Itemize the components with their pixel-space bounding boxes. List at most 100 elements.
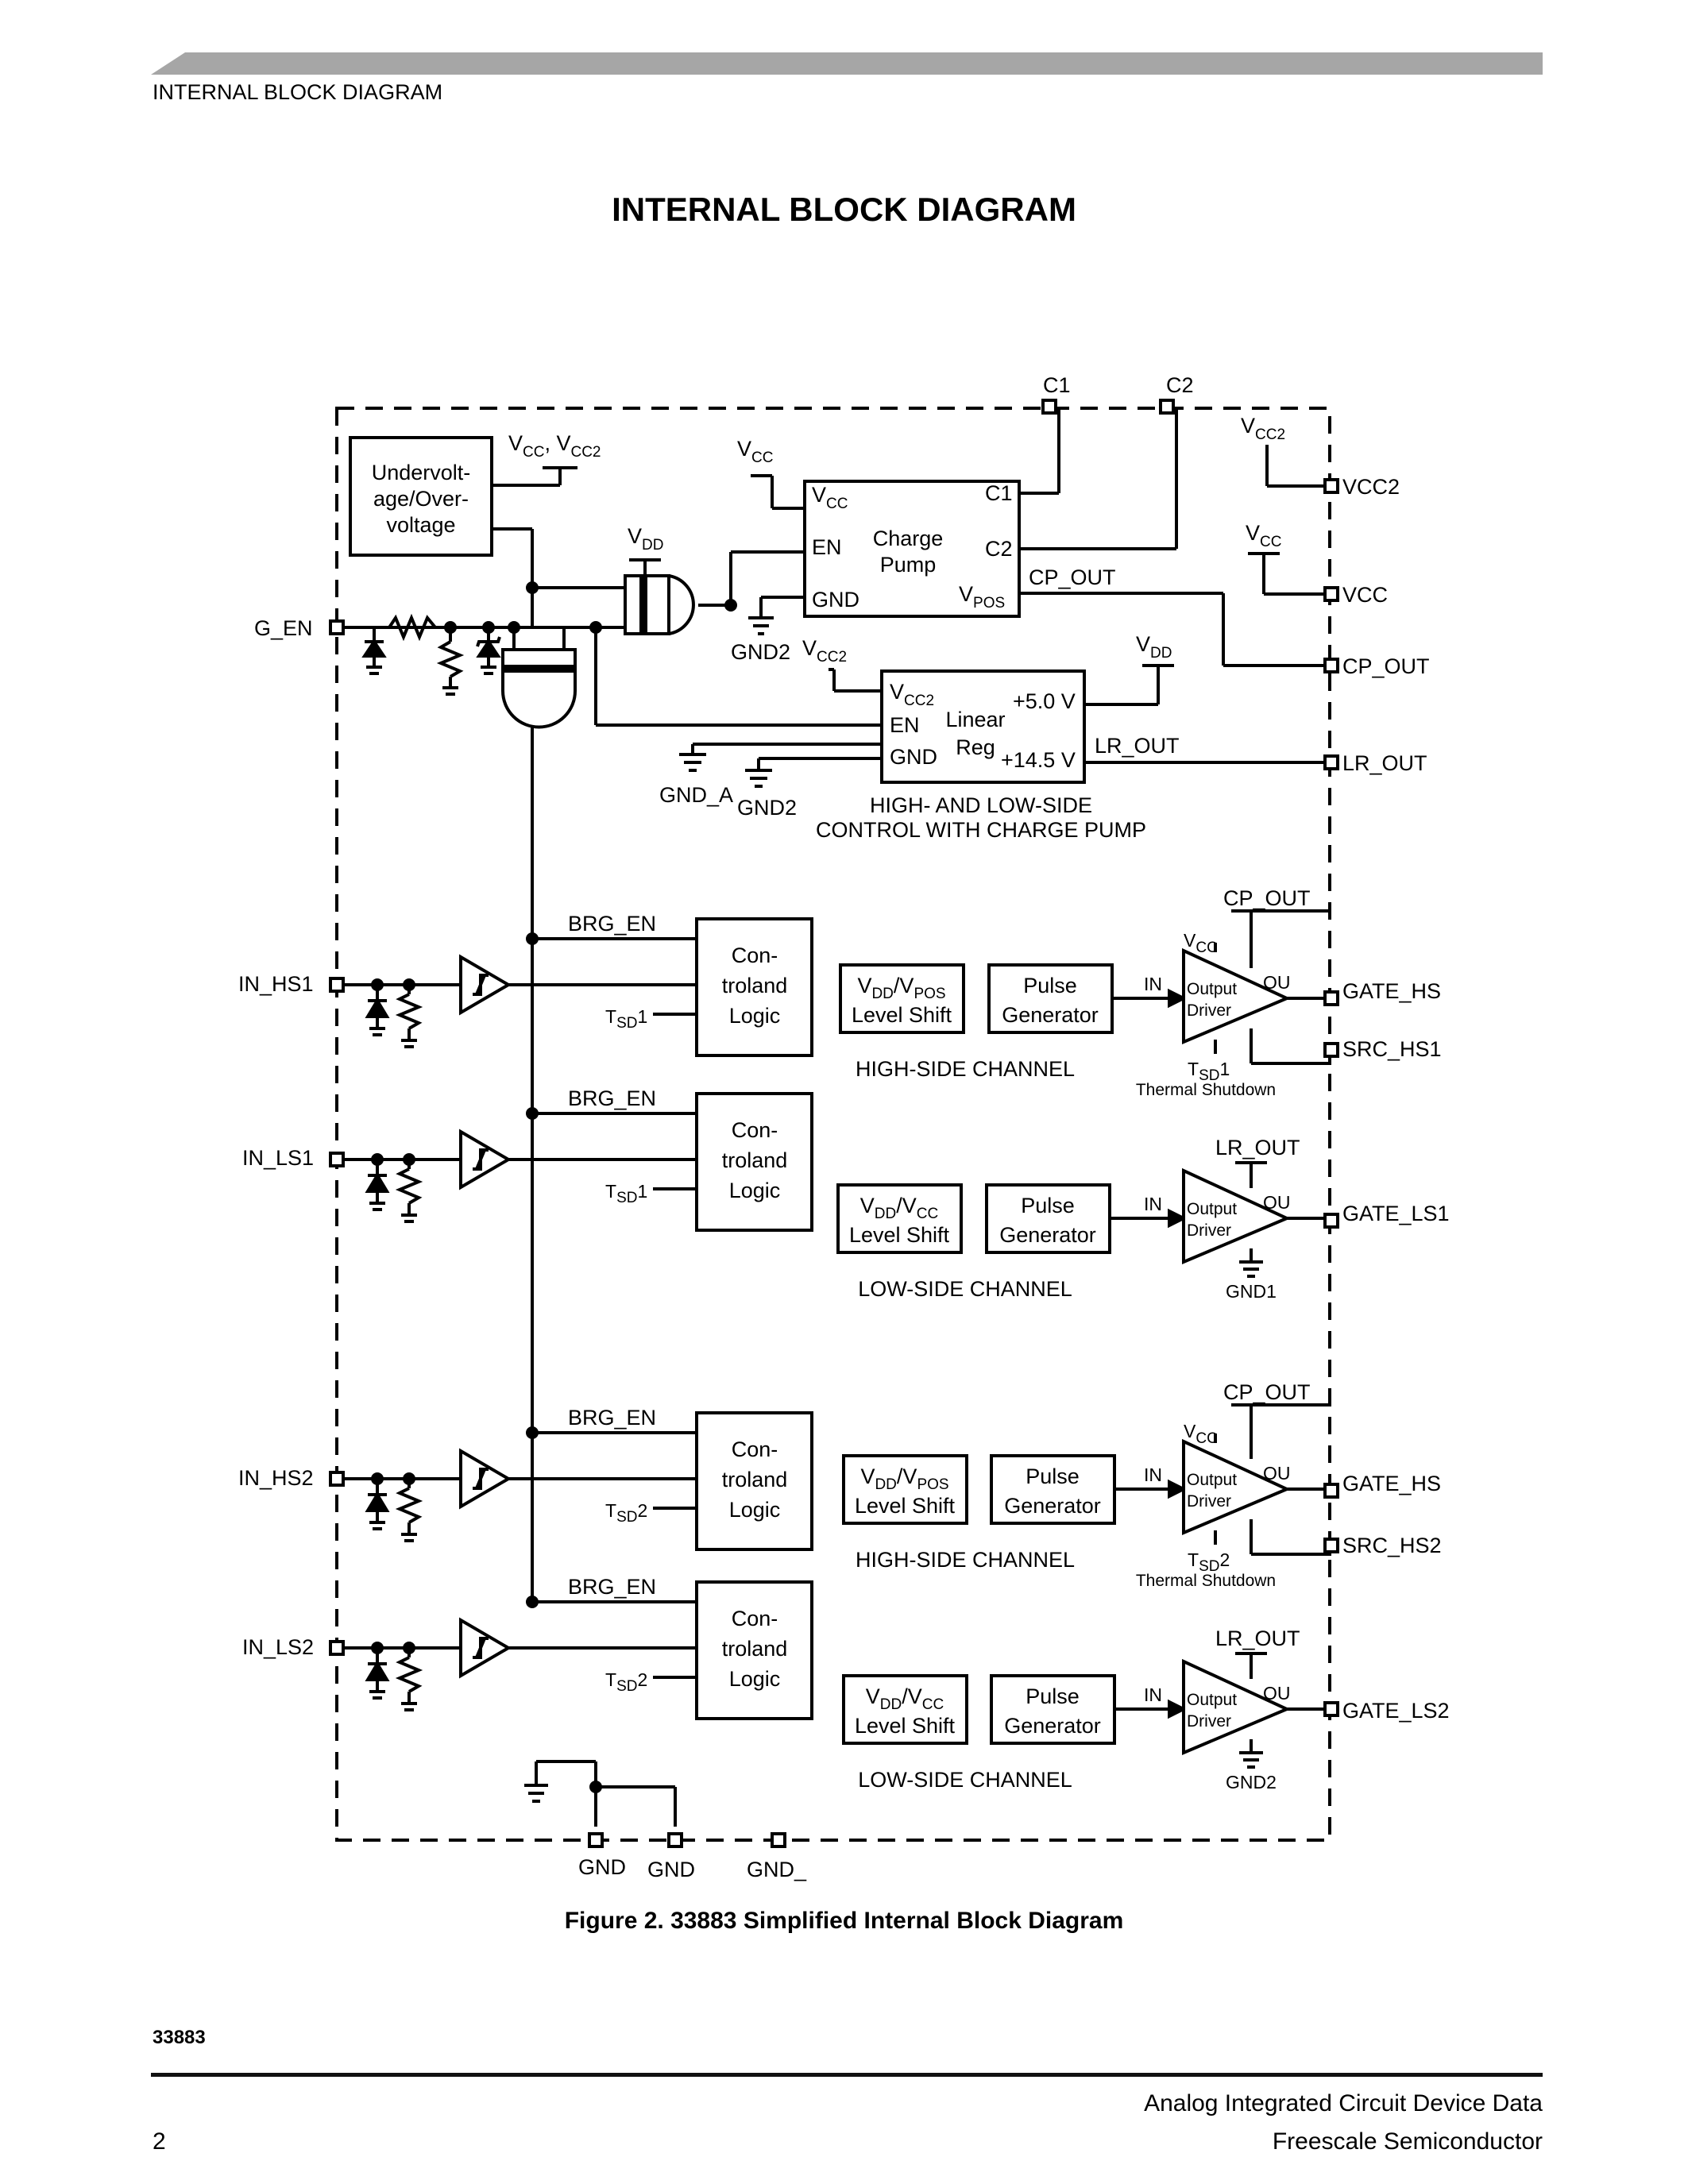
driver-gnd: GND2: [1226, 1772, 1277, 1792]
pin-marker: [1323, 1213, 1339, 1229]
tsd-label: TSD1: [605, 1006, 647, 1032]
pin-marker: [1323, 586, 1339, 602]
pin-label-gate-ls2: GATE_LS2: [1342, 1699, 1450, 1723]
cp-vcc-pin: VCC: [812, 483, 848, 512]
pin-marker: [329, 1471, 345, 1487]
cp-c1: C1: [985, 481, 1013, 505]
ctrl-logic-line3: Logic: [729, 1004, 781, 1028]
driver-name-1: Output: [1187, 980, 1237, 998]
pin-marker: [771, 1832, 786, 1848]
driver-name-2: Driver: [1187, 1492, 1231, 1511]
cp-gnd: GND: [812, 588, 859, 612]
pin-marker: [1041, 399, 1057, 415]
driver-name-1: Output: [1187, 1200, 1237, 1218]
footer-company: Freescale Semiconductor: [1272, 2128, 1543, 2155]
pin-marker: [1323, 658, 1339, 673]
cp-c2: C2: [985, 537, 1013, 561]
lr-vcc2-pin: VCC2: [890, 680, 934, 709]
lr-out-net: LR_OUT: [1095, 734, 1180, 758]
figure-caption: Figure 2. 33883 Simplified Internal Bloc…: [564, 1908, 1124, 1934]
pin-marker: [1323, 990, 1339, 1006]
ctrl-logic-line3: Logic: [729, 1498, 781, 1522]
level-shift-supplies: VDD/VCC: [860, 1194, 938, 1222]
channel-label: HIGH-SIDE CHANNEL: [856, 1548, 1075, 1572]
pin-label-src-hs2: SRC_HS2: [1342, 1534, 1442, 1557]
running-header: INTERNAL BLOCK DIAGRAM: [153, 80, 443, 104]
brg-en-label: BRG_EN: [568, 1575, 656, 1599]
section-label-1: HIGH- AND LOW-SIDE: [870, 793, 1092, 817]
driver-in-label: IN: [1144, 1684, 1162, 1705]
driver-tsd: TSD1: [1188, 1059, 1230, 1084]
ctrl-logic-line1: Con-: [732, 943, 778, 967]
tsd-label: TSD1: [605, 1181, 647, 1206]
pin-marker: [329, 977, 345, 993]
driver-name-1: Output: [1187, 1471, 1237, 1489]
driver-name-2: Driver: [1187, 1001, 1231, 1020]
level-shift-label: Level Shift: [855, 1494, 956, 1518]
channel-3: [337, 1403, 1331, 1556]
pulse-gen-line2: Generator: [1002, 1003, 1099, 1027]
vcc-cp: VCC: [737, 437, 773, 466]
pin-label-c1: C1: [1043, 373, 1071, 397]
ctrl-logic-line2: troland: [722, 1468, 788, 1491]
pin-marker: [588, 1832, 604, 1848]
pulse-gen-line1: Pulse: [1021, 1194, 1075, 1217]
ctrl-logic-line1: Con-: [732, 1607, 778, 1630]
pin-label-gate-hs2: GATE_HS: [1342, 1472, 1441, 1495]
gnd2-lr: GND2: [737, 796, 797, 820]
ctrl-logic-line1: Con-: [732, 1118, 778, 1142]
level-shift-label: Level Shift: [855, 1714, 956, 1738]
gnd-a: GND_A: [659, 783, 733, 807]
pin-label-c2: C2: [1166, 373, 1194, 397]
pin-label-in-hs2: IN_HS2: [238, 1466, 314, 1490]
section-label-2: CONTROL WITH CHARGE PUMP: [816, 818, 1146, 842]
cp-vpos: VPOS: [959, 582, 1005, 612]
uvov-line3: voltage: [386, 513, 455, 537]
driver-lr-out: LR_OUT: [1215, 1626, 1300, 1650]
pin-label-gnd-a: GND: [578, 1855, 626, 1879]
driver-name-2: Driver: [1187, 1221, 1231, 1240]
ctrl-logic-line2: troland: [722, 1637, 788, 1661]
pin-label-g-en: G_EN: [254, 616, 313, 640]
lr-name2: Reg: [956, 735, 995, 759]
driver-lr-out: LR_OUT: [1215, 1136, 1300, 1160]
driver-name-1: Output: [1187, 1691, 1237, 1709]
lr-name1: Linear: [945, 708, 1005, 731]
channel-label: LOW-SIDE CHANNEL: [858, 1277, 1072, 1301]
ctrl-logic-line3: Logic: [729, 1179, 781, 1202]
driver-out-label: OU: [1263, 1463, 1291, 1484]
lr-en: EN: [890, 713, 920, 737]
chip-boundary: [335, 407, 1331, 1842]
header-bar: [151, 52, 1543, 75]
pin-label-cp-out: CP_OUT: [1342, 654, 1430, 678]
cp-out-net: CP_OUT: [1029, 565, 1116, 589]
pulse-gen-line1: Pulse: [1026, 1684, 1080, 1708]
ctrl-logic-line2: troland: [722, 974, 788, 997]
level-shift-label: Level Shift: [849, 1223, 950, 1247]
cp-name2: Pump: [880, 553, 937, 577]
pin-label-gate-hs1: GATE_HS: [1342, 979, 1441, 1003]
tsd-label: TSD2: [605, 1500, 647, 1526]
pin-marker: [1159, 399, 1175, 415]
brg-en-label: BRG_EN: [568, 912, 656, 936]
vcc-supply: VCC: [1246, 521, 1281, 550]
pulse-gen-line2: Generator: [1004, 1494, 1101, 1518]
driver-vcc: VCC: [1184, 1421, 1218, 1447]
driver-name-2: Driver: [1187, 1712, 1231, 1731]
brg-en-label: BRG_EN: [568, 1406, 656, 1430]
pin-marker: [329, 1152, 345, 1167]
pin-label-vcc2: VCC2: [1342, 475, 1400, 499]
page-number: 2: [153, 2128, 166, 2155]
pin-label-gate-ls1: GATE_LS1: [1342, 1202, 1450, 1225]
pin-marker: [1323, 1483, 1339, 1499]
pin-marker: [1323, 478, 1339, 494]
ctrl-logic-line2: troland: [722, 1148, 788, 1172]
thermal-shutdown-label: Thermal Shutdown: [1136, 1572, 1276, 1590]
uvov-supply: VCC, VCC2: [508, 431, 601, 461]
vcc2-supply: VCC2: [1241, 414, 1285, 443]
channel-labels: BRG_ENTSD1Con-trolandLogicVDD/VPOSLevel …: [568, 886, 1311, 1792]
uvov-block: [349, 436, 493, 557]
